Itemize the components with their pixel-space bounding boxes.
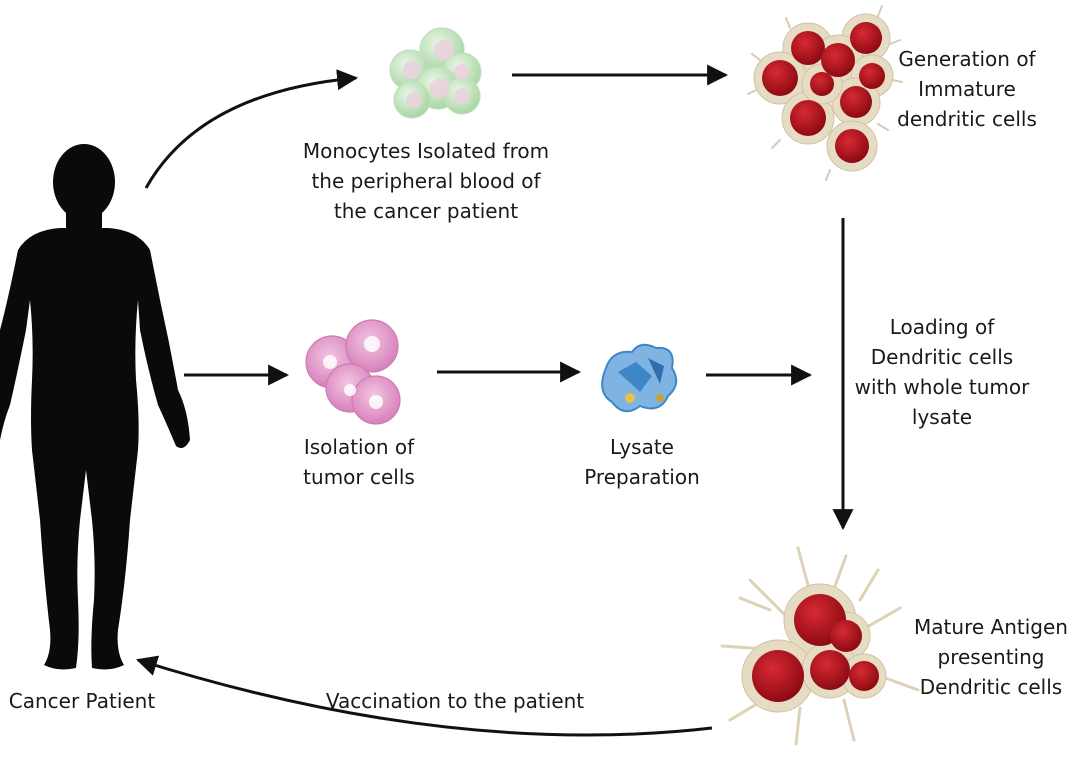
mature-dendritic-cells-icon: [720, 546, 920, 746]
label-lysate-preparation: Lysate Preparation: [584, 435, 700, 489]
label-cancer-patient: Cancer Patient: [8, 689, 156, 713]
lysate-icon: [601, 343, 678, 413]
label-loading-dendritic-cells: Loading of Dendritic cells with whole tu…: [854, 315, 1030, 429]
label-monocytes: Monocytes Isolated from the peripheral b…: [302, 139, 550, 223]
label-vaccination: Vaccination to the patient: [325, 689, 585, 713]
arrow-vaccination-to-patient: [135, 655, 713, 737]
monocytes-cluster-icon: [389, 27, 482, 119]
label-immature-dendritic-cells: Generation of Immature dendritic cells: [897, 47, 1037, 131]
arrow-patient-to-monocytes: [144, 69, 359, 189]
cancer-patient-silhouette: [0, 144, 190, 670]
label-mature-dendritic-cells: Mature Antigen presenting Dendritic cell…: [914, 615, 1068, 699]
immature-dendritic-cells-icon: [747, 5, 903, 181]
tumor-cells-icon: [305, 319, 401, 425]
flow-arrows: [135, 64, 854, 737]
label-isolation-tumor-cells: Isolation of tumor cells: [303, 435, 415, 489]
